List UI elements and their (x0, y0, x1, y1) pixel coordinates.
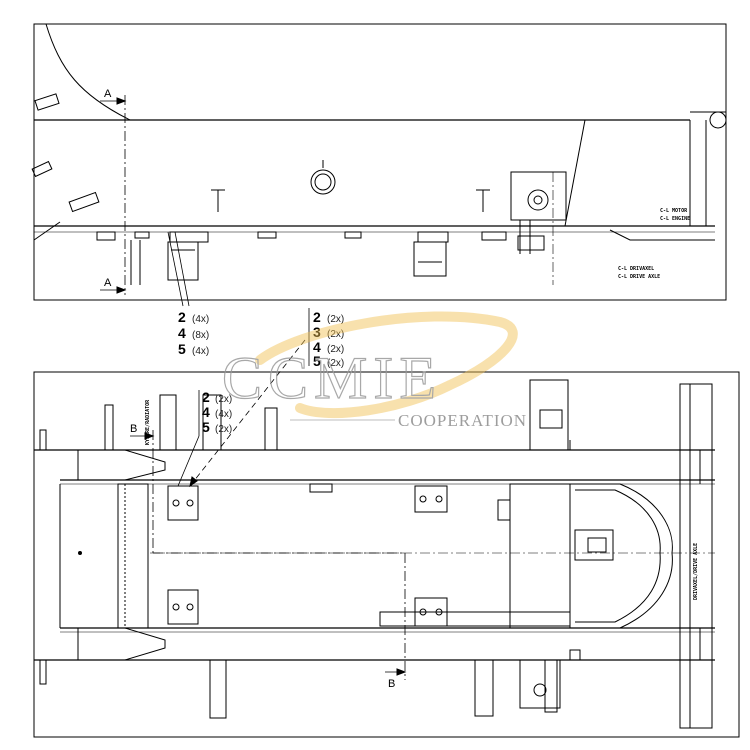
side-view (31, 23, 727, 307)
callout-qty: (2x) (327, 344, 344, 355)
callout-num: 2 (178, 309, 186, 325)
callout-qty: (8x) (192, 330, 209, 341)
section-a-bottom: A (104, 277, 112, 289)
callout-num: 5 (313, 353, 321, 369)
label-cl-drivaxel: C-L DRIVAXEL (618, 266, 654, 272)
section-b-top: B (130, 423, 137, 435)
watermark-logo-text: CCMIE (222, 345, 442, 411)
callout-inner-group: 2 (2x) 4 (4x) 5 (2x) (202, 389, 232, 435)
label-koelare-radiator: KYLARE/RADIATOR (145, 399, 151, 445)
mount-bracket-icon (167, 589, 199, 625)
callout-qty: (4x) (192, 346, 209, 357)
callout-num: 5 (202, 419, 210, 435)
mount-bracket-icon (414, 485, 448, 513)
callout-num: 2 (202, 389, 210, 405)
label-cl-engine: C-L ENGINE (660, 216, 690, 222)
label-cl-drive-axle: C-L DRIVE AXLE (618, 274, 660, 280)
label-cl-motor: C-L MOTOR (660, 208, 688, 214)
callout-qty: (2x) (327, 314, 344, 325)
hitch-pin-icon (709, 111, 727, 129)
side-view-frame (33, 23, 727, 301)
callout-num: 4 (178, 325, 186, 341)
filler-cap-icon (310, 169, 336, 195)
watermark-subtext: COOPERATION (398, 411, 527, 430)
watermark-swoosh (255, 311, 518, 419)
top-view-frame (33, 371, 740, 738)
section-b-bottom: B (388, 678, 395, 690)
label-drive-axle-top: DRIVAXEL/DRIVE AXLE (693, 543, 699, 600)
callout-left-group: 2 (4x) 4 (8x) 5 (4x) (178, 309, 209, 357)
watermark: CCMIE COOPERATION (221, 311, 527, 430)
callout-qty: (2x) (327, 358, 344, 369)
mount-bracket-icon (167, 485, 199, 521)
callout-qty: (4x) (192, 314, 209, 325)
callout-num: 3 (313, 324, 321, 340)
callout-qty: (4x) (215, 409, 232, 420)
bolt-plate-icon (34, 93, 60, 111)
callout-num: 4 (202, 404, 210, 420)
section-a-top: A (104, 88, 112, 100)
callout-right-group: 2 (2x) 3 (2x) 4 (2x) 5 (2x) (308, 308, 344, 369)
callout-num: 4 (313, 339, 321, 355)
callout-qty: (2x) (215, 394, 232, 405)
callout-num: 5 (178, 341, 186, 357)
top-view (33, 339, 740, 738)
callout-num: 2 (313, 309, 321, 325)
callout-qty: (2x) (327, 329, 344, 340)
callout-qty: (2x) (215, 424, 232, 435)
